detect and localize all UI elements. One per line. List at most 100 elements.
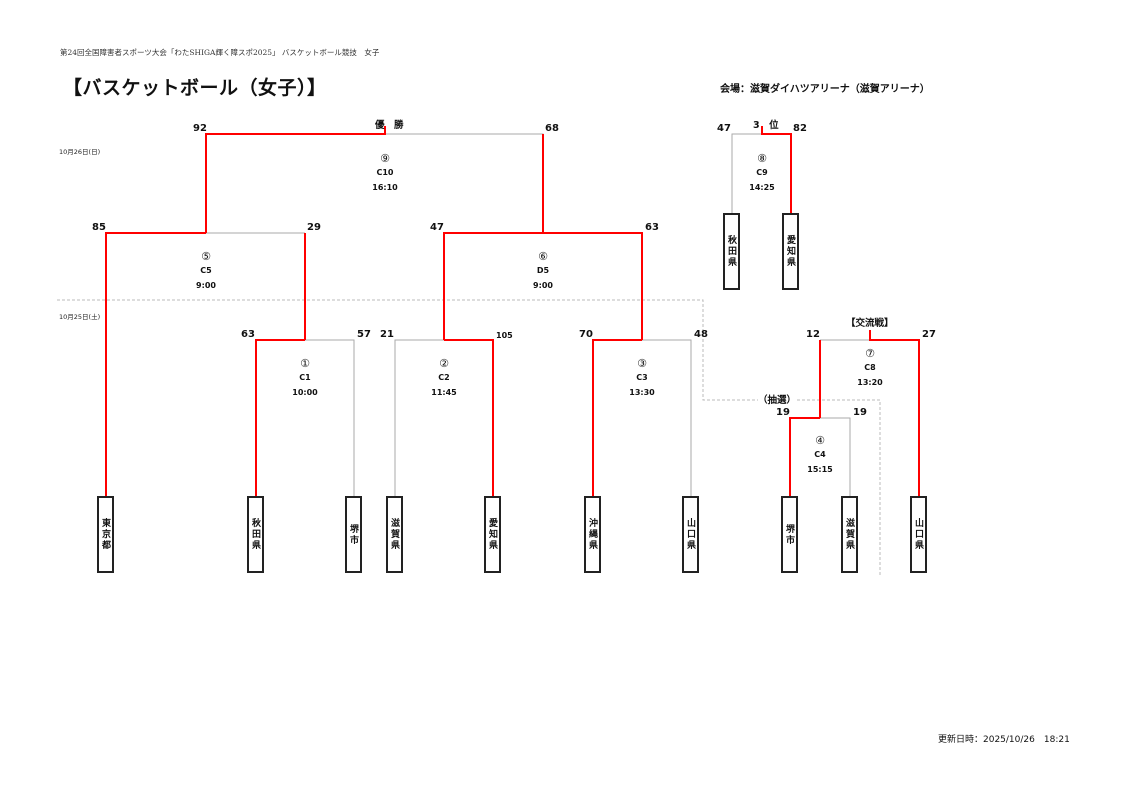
team-name: 滋賀県 — [389, 518, 399, 551]
match9-score-right: 68 — [545, 123, 559, 134]
match9-score-left: 92 — [193, 123, 207, 134]
match-number: ③ — [637, 357, 647, 370]
team-box: 秋田県 — [723, 213, 740, 290]
team-box: 滋賀県 — [386, 496, 403, 573]
team-box: 山口県 — [682, 496, 699, 573]
match5-info: ⑤ C5 9:00 — [176, 250, 236, 290]
match5-score-right: 29 — [307, 222, 321, 233]
match2-score-left: 21 — [380, 329, 394, 340]
match-court: C9 — [756, 168, 768, 177]
page-title: 【バスケットボール（女子）】 — [63, 77, 327, 99]
exchange-match-label: 【交流戦】 — [846, 318, 894, 329]
match-court: C3 — [636, 373, 648, 382]
match7-champion-line — [869, 330, 920, 496]
team-box: 堺市 — [781, 496, 798, 573]
match-time: 9:00 — [196, 281, 216, 290]
match1-loser-line — [305, 339, 355, 496]
team-box: 愛知県 — [782, 213, 799, 290]
match-time: 14:25 — [749, 183, 775, 192]
match2-winner-line — [444, 339, 494, 496]
match5-score-left: 85 — [92, 222, 106, 233]
match-court: C2 — [438, 373, 450, 382]
match6-loser-line — [443, 232, 543, 340]
match8-score-right: 82 — [793, 123, 807, 134]
match-number: ④ — [815, 434, 825, 447]
match-number: ⑧ — [757, 152, 767, 165]
team-name: 東京都 — [100, 518, 110, 551]
team-name: 堺市 — [348, 523, 358, 546]
match4-winner-line — [789, 417, 820, 496]
match-court: C1 — [299, 373, 311, 382]
match-court: D5 — [536, 266, 550, 275]
team-name: 山口県 — [913, 518, 923, 551]
match2-loser-line — [394, 339, 444, 496]
match4-score-right: 19 — [853, 407, 867, 418]
match6-winner-line — [543, 232, 643, 340]
match7-score-left: 12 — [806, 329, 820, 340]
team-box: 愛知県 — [484, 496, 501, 573]
match-time: 10:00 — [292, 388, 318, 397]
team-box: 沖縄県 — [584, 496, 601, 573]
match-time: 16:10 — [372, 183, 398, 192]
match-court: C10 — [376, 168, 394, 177]
team-name: 秋田県 — [250, 518, 260, 551]
team-name: 堺市 — [784, 523, 794, 546]
match9-winner-line — [205, 126, 386, 233]
match8-winner-line — [761, 126, 792, 213]
match4-info: ④ C4 15:15 — [790, 434, 850, 474]
date-label-day2: 10月26日(日) — [59, 148, 101, 156]
match6-score-left: 47 — [430, 222, 444, 233]
final-label: 優 勝 — [375, 120, 404, 131]
match3-loser-line — [642, 339, 692, 496]
document-subtitle: 第24回全国障害者スポーツ大会「わたSHIGA輝く障スポ2025」 バスケットボ… — [60, 48, 380, 57]
venue-label: 会場：滋賀ダイハツアリーナ（滋賀アリーナ） — [720, 84, 930, 95]
match2-info: ② C2 11:45 — [414, 357, 474, 397]
team-box: 東京都 — [97, 496, 114, 573]
team-box: 山口県 — [910, 496, 927, 573]
last-updated: 更新日時：2025/10/26 18:21 — [938, 735, 1070, 745]
match1-info: ① C1 10:00 — [275, 357, 335, 397]
team-name: 秋田県 — [726, 235, 736, 268]
match3-score-left: 70 — [579, 329, 593, 340]
team-name: 山口県 — [685, 518, 695, 551]
lottery-label: （抽選） — [758, 392, 797, 406]
match-court: C4 — [814, 450, 826, 459]
team-name: 沖縄県 — [587, 518, 597, 551]
match-court: C5 — [200, 266, 212, 275]
third-place-label: 3 位 — [753, 120, 779, 131]
match1-winner-line — [255, 339, 305, 496]
match2-score-right: 105 — [496, 331, 513, 340]
date-label-day1: 10月25日(土) — [59, 313, 101, 321]
match-number: ① — [300, 357, 310, 370]
match-number: ⑤ — [201, 250, 211, 263]
match-number: ⑨ — [380, 152, 390, 165]
match1-score-right: 57 — [357, 329, 371, 340]
match-number: ⑥ — [538, 250, 548, 263]
match-number: ② — [439, 357, 449, 370]
match8-score-left: 47 — [717, 123, 731, 134]
match7-score-right: 27 — [922, 329, 936, 340]
match4-loser-line — [820, 417, 851, 496]
match-time: 13:20 — [857, 378, 883, 387]
match6-info: ⑥ D5 9:00 — [513, 250, 573, 290]
match-number: ⑦ — [865, 347, 875, 360]
day-separator-line — [57, 299, 881, 575]
team-box: 堺市 — [345, 496, 362, 573]
match-time: 9:00 — [533, 281, 553, 290]
match-time: 13:30 — [629, 388, 655, 397]
match6-score-right: 63 — [645, 222, 659, 233]
match8-info: ⑧ C9 14:25 — [732, 152, 792, 192]
match-time: 11:45 — [431, 388, 457, 397]
team-box: 秋田県 — [247, 496, 264, 573]
team-box: 滋賀県 — [841, 496, 858, 573]
team-name: 愛知県 — [487, 518, 497, 551]
match-time: 15:15 — [807, 465, 833, 474]
team-name: 滋賀県 — [844, 518, 854, 551]
match8-loser-line — [731, 133, 762, 213]
match3-info: ③ C3 13:30 — [612, 357, 672, 397]
team-name: 愛知県 — [785, 235, 795, 268]
match3-score-right: 48 — [694, 329, 708, 340]
match4-score-left: 19 — [776, 407, 790, 418]
match9-info: ⑨ C10 16:10 — [355, 152, 415, 192]
